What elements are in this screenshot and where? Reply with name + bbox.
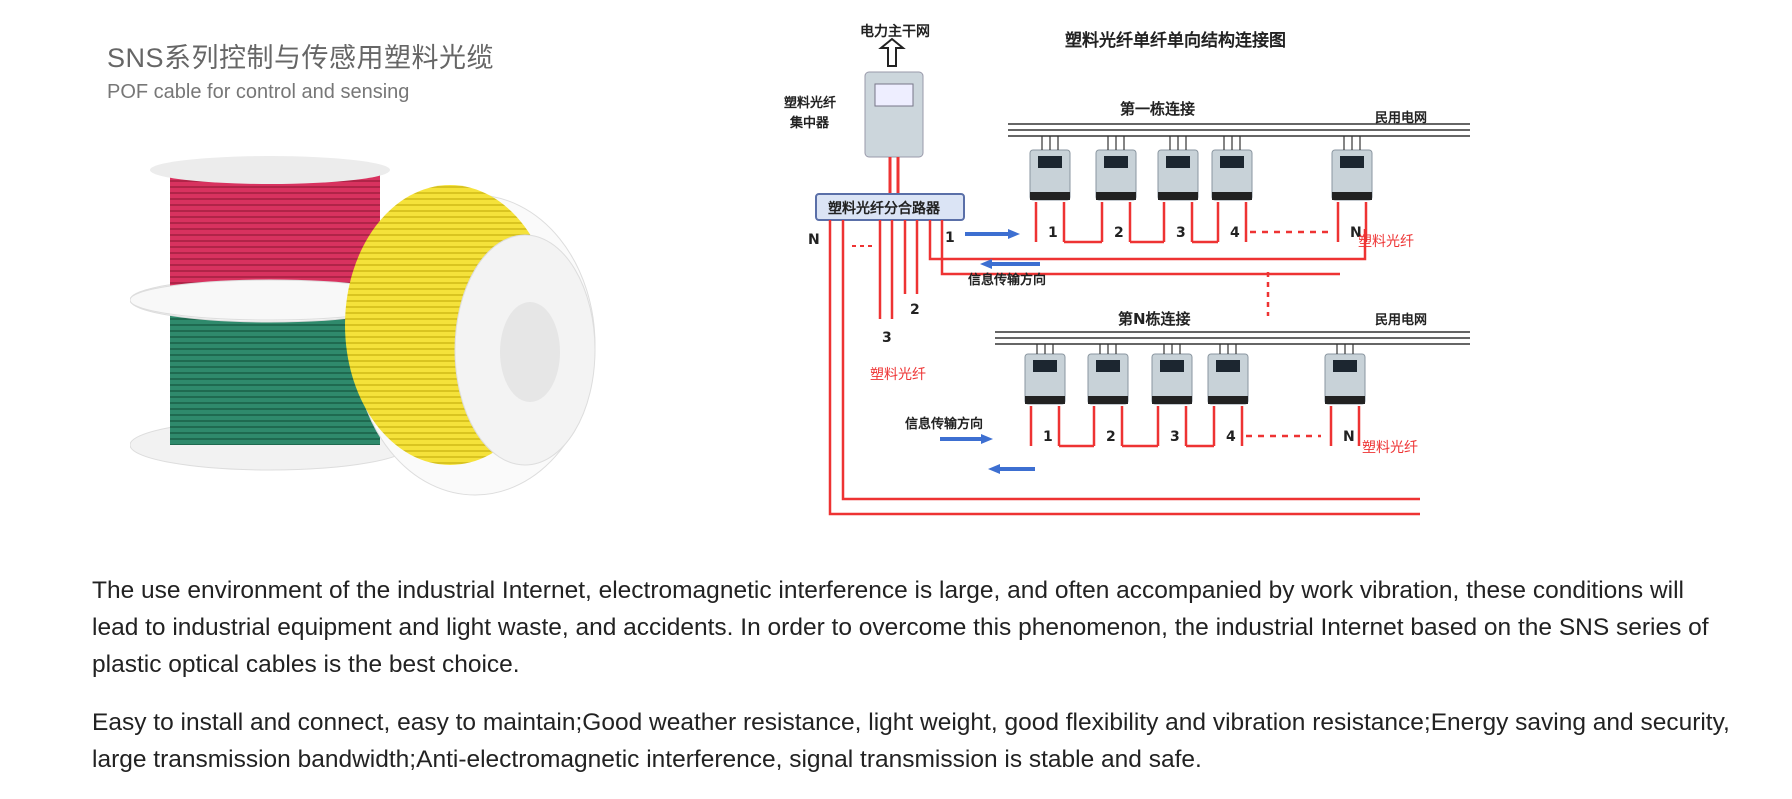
building-n-label: 第N栋连接 [1118,310,1191,328]
splitter-label: 塑料光纤分合路器 [828,200,941,217]
splitter-box [815,193,965,221]
port-2-label: 2 [910,302,920,318]
cable-spools-image [130,156,596,496]
meter-number-label: 1 [1048,225,1058,241]
fiber-label-left: 塑料光纤 [870,367,926,383]
meter-number-label: 3 [1170,429,1180,445]
meter-number-label: 4 [1230,225,1240,241]
page-title: SNS系列控制与传感用塑料光缆 [107,43,495,73]
page-subtitle: POF cable for control and sensing [107,81,410,103]
diagram-title: 塑料光纤单纤单向结构连接图 [1065,30,1286,51]
description: The use environment of the industrial In… [92,572,1732,799]
pink-cable-spool [170,170,380,300]
description-paragraph-1: The use environment of the industrial In… [92,577,1709,678]
fiber-label-1: 塑料光纤 [1358,234,1414,250]
civil-grid-label-1: 民用电网 [1375,110,1427,126]
direction-label-2: 信息传输方向 [905,416,983,432]
meter-row-1: 1 2 3 4 N [1029,136,1373,244]
meter-row-2: 1 2 3 4 N [1024,344,1366,448]
green-cable-spool [170,300,380,445]
port-n-label: N [808,232,820,248]
direction-label-1: 信息传输方向 [968,272,1046,288]
fiber-label-2: 塑料光纤 [1362,440,1418,456]
description-paragraph-2: Easy to install and connect, easy to mai… [92,709,1730,773]
concentrator-label-1: 塑料光纤 [784,95,836,111]
up-arrow-icon [878,37,906,67]
concentrator-label-2: 集中器 [789,115,830,131]
port-3-label: 3 [882,330,892,346]
meter-number-label: N [1343,429,1355,445]
meter-number-label: N [1350,225,1362,241]
meter-number-label: 4 [1226,429,1236,445]
building-first-label: 第一栋连接 [1120,100,1195,118]
meter-number-label: 2 [1114,225,1124,241]
power-grid-label: 电力主干网 [860,23,930,40]
meter-number-label: 3 [1176,225,1186,241]
civil-grid-label-2: 民用电网 [1375,312,1427,328]
meter-number-label: 2 [1106,429,1116,445]
meter-number-label: 1 [1043,429,1053,445]
direction-arrow-left [980,259,992,269]
header: SNS系列控制与传感用塑料光缆 POF cable for control an… [107,36,494,104]
connection-diagram: 塑料光纤单纤单向结构连接图 电力主干网 塑料光纤 集中器 塑料光纤分合路器 N … [784,23,1470,516]
port-1-label: 1 [945,230,955,246]
